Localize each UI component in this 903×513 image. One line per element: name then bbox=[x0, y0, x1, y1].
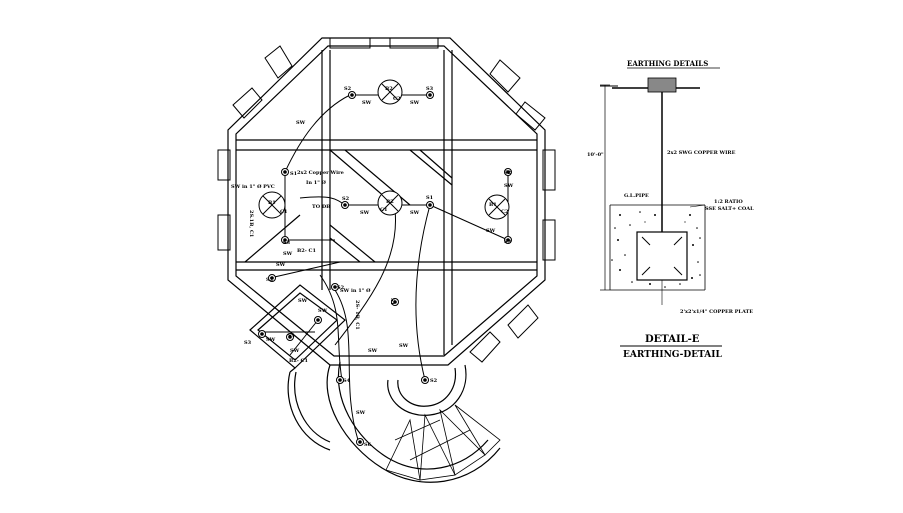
entry-block bbox=[249, 284, 346, 369]
wiring-runs bbox=[262, 94, 509, 441]
label-fan-c1-center: C1 bbox=[380, 207, 387, 213]
label-sw-entry: SW bbox=[318, 308, 328, 314]
stair-treads bbox=[385, 404, 501, 481]
label-s3-left: S3 bbox=[283, 240, 291, 246]
label-sw-top-left: SW bbox=[362, 100, 372, 106]
label-s3-right: S3 bbox=[504, 239, 512, 245]
plan-labels: S2 SW B2 C2 S3 SW SW S1 2x2 Copper Wire … bbox=[231, 86, 514, 448]
label-fan-b2: B2 bbox=[385, 86, 393, 92]
dimension-label: 10'-0" bbox=[587, 152, 604, 158]
label-s2-curve: S2 bbox=[430, 378, 438, 384]
fan-right bbox=[484, 194, 510, 220]
label-sw-center-left: SW bbox=[360, 210, 370, 216]
label-to-db: TO DB bbox=[312, 204, 330, 210]
salt-coal-fill bbox=[611, 211, 701, 288]
label-s1-vert: S1 bbox=[389, 298, 395, 305]
label-fan-b2-center: B2 bbox=[386, 199, 394, 205]
detail-subtitle: EARTHING-DETAIL bbox=[623, 350, 722, 360]
label-pipe-note: In 1" Ø bbox=[306, 179, 327, 186]
label-sw-vert: SW bbox=[290, 348, 300, 354]
ceiling-fans bbox=[258, 79, 510, 220]
label-s2-top-left: S2 bbox=[344, 86, 352, 92]
label-sw-right: SW bbox=[504, 183, 514, 189]
label-side-ckt: 2S.1B, C1 bbox=[248, 210, 254, 237]
label-fan-c1-left: C1 bbox=[280, 209, 287, 215]
soil-pit bbox=[609, 204, 706, 291]
label-s2-left-lower: S2 bbox=[266, 277, 274, 283]
label-s3-top-right: S3 bbox=[426, 86, 434, 92]
earthing-heading: EARTHING DETAILS bbox=[627, 59, 708, 68]
label-sw-center-right: SW bbox=[410, 210, 420, 216]
label-sw-pipe-mid: SW in 1" Ø bbox=[340, 287, 371, 294]
switch-points bbox=[258, 91, 512, 446]
label-sw-bottom: SW bbox=[356, 410, 366, 416]
label-b2-c1-entry: B2- C1 bbox=[289, 358, 308, 364]
label-sw-curve-right: SW bbox=[399, 343, 409, 349]
label-s2-right: S2 bbox=[504, 170, 512, 176]
ratio-label: 1:2 RATIO bbox=[714, 199, 743, 205]
earthing-detail: EARTHING DETAILS 10'-0" 2x2 SWG COPPER W… bbox=[587, 59, 754, 360]
label-s6-bottom: S6 bbox=[364, 442, 372, 448]
label-sw-left-mid: SW bbox=[283, 251, 293, 257]
wall-openings bbox=[217, 37, 556, 363]
fan-center bbox=[377, 190, 403, 216]
label-sw-top-right: SW bbox=[410, 100, 420, 106]
label-ckt-vert: 2S- 1B, C1 bbox=[354, 300, 360, 330]
label-fan-c2-right: C2 bbox=[501, 209, 509, 215]
salt-label: SSE SALT+ COAL bbox=[705, 206, 754, 212]
label-s2-stair: S2 bbox=[337, 285, 345, 291]
label-sw-lower-right: SW bbox=[486, 228, 496, 234]
label-sw-pipe-left: SW in 1" Ø PVC bbox=[231, 183, 275, 190]
label-s4-curve: S4 bbox=[343, 378, 351, 384]
label-b2-c1: B2- C1 bbox=[297, 248, 316, 254]
label-s1-center: S1 bbox=[426, 195, 433, 201]
gl-pipe-label: G.L.PIPE bbox=[624, 193, 649, 199]
curved-stair bbox=[326, 364, 501, 483]
label-s2-center: S2 bbox=[342, 196, 350, 202]
label-s1-entry: S1 bbox=[288, 333, 295, 339]
label-fan-c2: C2 bbox=[393, 96, 401, 102]
label-sw-stair: SW bbox=[298, 298, 308, 304]
plate-label: 2'x2'x1/4" COPPER PLATE bbox=[680, 309, 753, 315]
label-sw-upper-left: SW bbox=[296, 120, 306, 126]
wire-label: 2x2 SWG COPPER WIRE bbox=[667, 150, 736, 156]
label-fan-b1-left: B1 bbox=[268, 200, 276, 206]
label-sw-entry-2: SW bbox=[266, 337, 276, 343]
floor-plan bbox=[217, 37, 556, 483]
label-sw-left-lower: SW bbox=[276, 262, 286, 268]
inner-wall bbox=[235, 45, 538, 357]
label-s1-left: S1 bbox=[290, 171, 297, 177]
label-s3-entry: S3 bbox=[244, 340, 252, 346]
detail-title: DETAIL-E bbox=[645, 334, 700, 345]
label-wire-note: 2x2 Copper Wire bbox=[297, 170, 344, 176]
fan-top bbox=[377, 79, 403, 105]
funnel-top bbox=[647, 77, 677, 93]
fan-left bbox=[258, 191, 286, 219]
label-sw-curve: SW bbox=[368, 348, 378, 354]
label-fan-b1-right: B1 bbox=[489, 202, 497, 208]
